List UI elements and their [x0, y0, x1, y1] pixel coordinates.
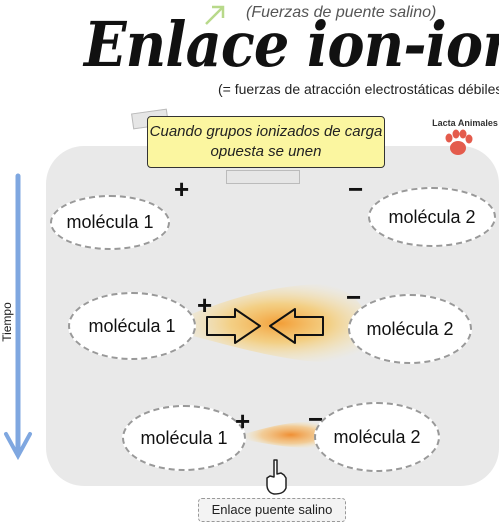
molecule-1: molécula 1 [50, 195, 170, 250]
logo-wordmark: Lacta Animales [432, 118, 498, 128]
negative-charge: − [346, 282, 362, 312]
molecule-2: molécula 2 [368, 187, 496, 247]
molecule-2: molécula 2 [348, 294, 472, 364]
molecule-1: molécula 1 [68, 292, 196, 360]
title-caption: (= fuerzas de atracción electrostáticas … [218, 81, 499, 97]
note-line-1: Cuando grupos ionizados de carga [149, 123, 383, 140]
positive-charge: + [174, 174, 190, 204]
positive-charge: + [197, 290, 213, 320]
tape-decoration [226, 170, 300, 184]
subtitle: (Fuerzas de puente salino) [246, 4, 437, 21]
molecule-1: molécula 1 [122, 405, 246, 471]
pointing-hand-icon [266, 459, 287, 495]
positive-charge: + [235, 406, 251, 436]
attraction-arrows-icon [206, 308, 324, 344]
arrow-up-right-icon [205, 5, 225, 25]
time-axis-label: Tiempo [0, 302, 14, 342]
note-line-2: opuesta se unen [210, 143, 322, 160]
attraction-glow [238, 421, 326, 448]
attraction-glow [170, 284, 370, 363]
time-arrow-icon [4, 173, 32, 461]
paw-icon [445, 129, 473, 155]
negative-charge: − [348, 174, 364, 204]
page-title: Enlace ion-ion [84, 8, 499, 81]
molecule-2: molécula 2 [314, 402, 440, 472]
sticky-note: Cuando grupos ionizados de carga opuesta… [147, 116, 385, 168]
salt-bridge-label: Enlace puente salino [198, 498, 346, 522]
